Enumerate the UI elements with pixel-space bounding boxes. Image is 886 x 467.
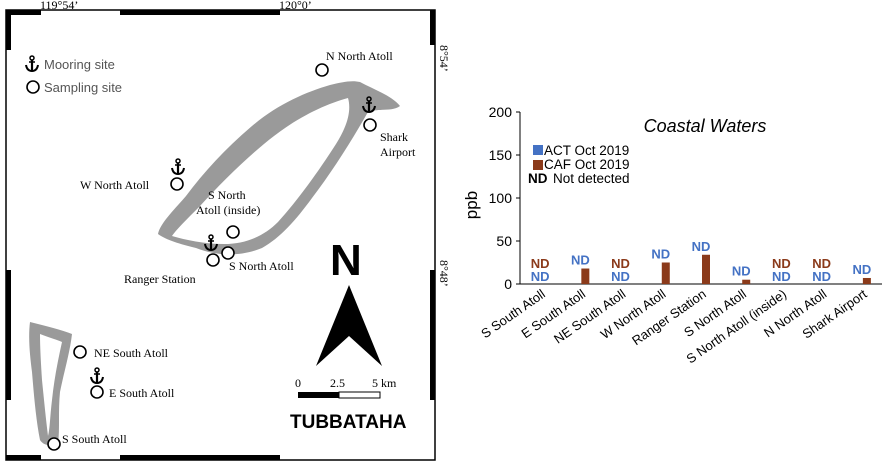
legend-nd-key: ND — [528, 171, 548, 186]
y-ticks: 0 50 100 150 200 — [489, 104, 520, 292]
legend-swatch-act — [533, 145, 543, 155]
y-tick-label: 100 — [489, 190, 513, 206]
site-marker — [315, 63, 329, 77]
data-label-act: ND — [611, 269, 630, 284]
y-tick-label: 200 — [489, 104, 513, 120]
site-marker — [47, 437, 61, 451]
scale-tick-2: 5 km — [372, 376, 397, 390]
bar-chart: Coastal Waters ppb ACT Oct 2019 CAF Oct … — [462, 104, 882, 366]
y-tick-label: 50 — [496, 233, 512, 249]
anchor-icon — [90, 367, 104, 385]
border-bar — [6, 455, 41, 460]
data-label-caf: ND — [772, 256, 791, 271]
chart-legend: ACT Oct 2019 CAF Oct 2019 ND Not detecte… — [528, 143, 630, 186]
north-arrow-icon: N — [316, 236, 382, 366]
legend-label-act: ACT Oct 2019 — [544, 143, 629, 158]
site-marker — [73, 345, 87, 359]
data-label-caf: ND — [531, 256, 550, 271]
anchor-icon — [362, 96, 376, 114]
latitude-label-top: 8°54’ — [437, 45, 451, 72]
north-letter: N — [330, 236, 362, 285]
map-panel: 119°54’ 120°0’ 8°54’ 8°48’ Mooring site … — [5, 0, 451, 461]
legend-sampling-label: Sampling site — [44, 80, 122, 95]
y-axis-label: ppb — [462, 191, 481, 219]
data-label-act: ND — [732, 264, 751, 279]
data-label-act: ND — [692, 239, 711, 254]
site-marker — [226, 225, 240, 239]
scale-tick-0: 0 — [295, 376, 301, 390]
data-label-act: ND — [852, 262, 871, 277]
scale-tick-1: 2.5 — [330, 376, 345, 390]
label-s-south-atoll: S South Atoll — [62, 432, 127, 446]
anchor-icon — [25, 55, 39, 73]
y-tick-label: 150 — [489, 147, 513, 163]
label-s-north-atoll: S North Atoll — [229, 259, 294, 273]
anchor-icon — [171, 158, 185, 176]
bar-caf — [702, 254, 710, 284]
data-label-caf: ND — [812, 256, 831, 271]
label-shark-airport-2: Airport — [380, 145, 416, 159]
legend-swatch-caf — [533, 160, 543, 170]
label-s-north-inside-2: Atoll (inside) — [196, 203, 260, 217]
border-bar — [120, 10, 280, 15]
bar-caf — [862, 277, 871, 284]
border-bar — [6, 270, 11, 400]
north-atoll-reef — [158, 81, 400, 255]
legend-nd-text: Not detected — [553, 171, 630, 186]
bar-caf — [742, 279, 751, 284]
anchor-icon — [204, 234, 218, 252]
map-legend: Mooring site Sampling site — [25, 55, 122, 95]
place-name: TUBBATAHA — [290, 412, 407, 433]
data-label-act: ND — [531, 269, 550, 284]
bars — [581, 254, 871, 284]
label-s-north-inside-1: S North — [208, 188, 246, 202]
label-shark-airport-1: Shark — [380, 130, 408, 144]
bar-caf — [581, 268, 590, 284]
border-bar — [6, 10, 41, 15]
sampling-site-icon — [26, 80, 40, 94]
border-bar — [430, 270, 435, 400]
data-label-act: ND — [651, 247, 670, 262]
site-marker — [206, 253, 220, 267]
legend-mooring-label: Mooring site — [44, 57, 115, 72]
label-n-north-atoll: N North Atoll — [326, 49, 393, 63]
longitude-label-left: 119°54’ — [40, 0, 78, 12]
bar-caf — [661, 262, 670, 284]
chart-title: Coastal Waters — [644, 116, 767, 136]
latitude-label-bottom: 8°48’ — [437, 260, 451, 287]
data-label-act: ND — [772, 269, 791, 284]
data-label-act: ND — [571, 253, 590, 268]
site-marker — [221, 246, 235, 260]
label-w-north-atoll: W North Atoll — [80, 178, 150, 192]
site-marker — [363, 118, 377, 132]
border-bar — [120, 455, 280, 460]
site-marker — [90, 385, 104, 399]
label-ranger-station: Ranger Station — [124, 272, 196, 286]
longitude-label-right: 120°0’ — [279, 0, 312, 12]
label-ne-south-atoll: NE South Atoll — [94, 346, 169, 360]
border-bar — [6, 10, 11, 50]
data-label-caf: ND — [611, 256, 630, 271]
south-atoll-reef — [29, 322, 72, 446]
scale-bar: 0 2.5 5 km — [295, 376, 397, 399]
data-label-act: ND — [812, 269, 831, 284]
y-tick-label: 0 — [504, 276, 512, 292]
site-marker — [170, 177, 184, 191]
border-bar — [430, 10, 435, 45]
legend-label-caf: CAF Oct 2019 — [544, 157, 630, 172]
label-e-south-atoll: E South Atoll — [109, 386, 175, 400]
